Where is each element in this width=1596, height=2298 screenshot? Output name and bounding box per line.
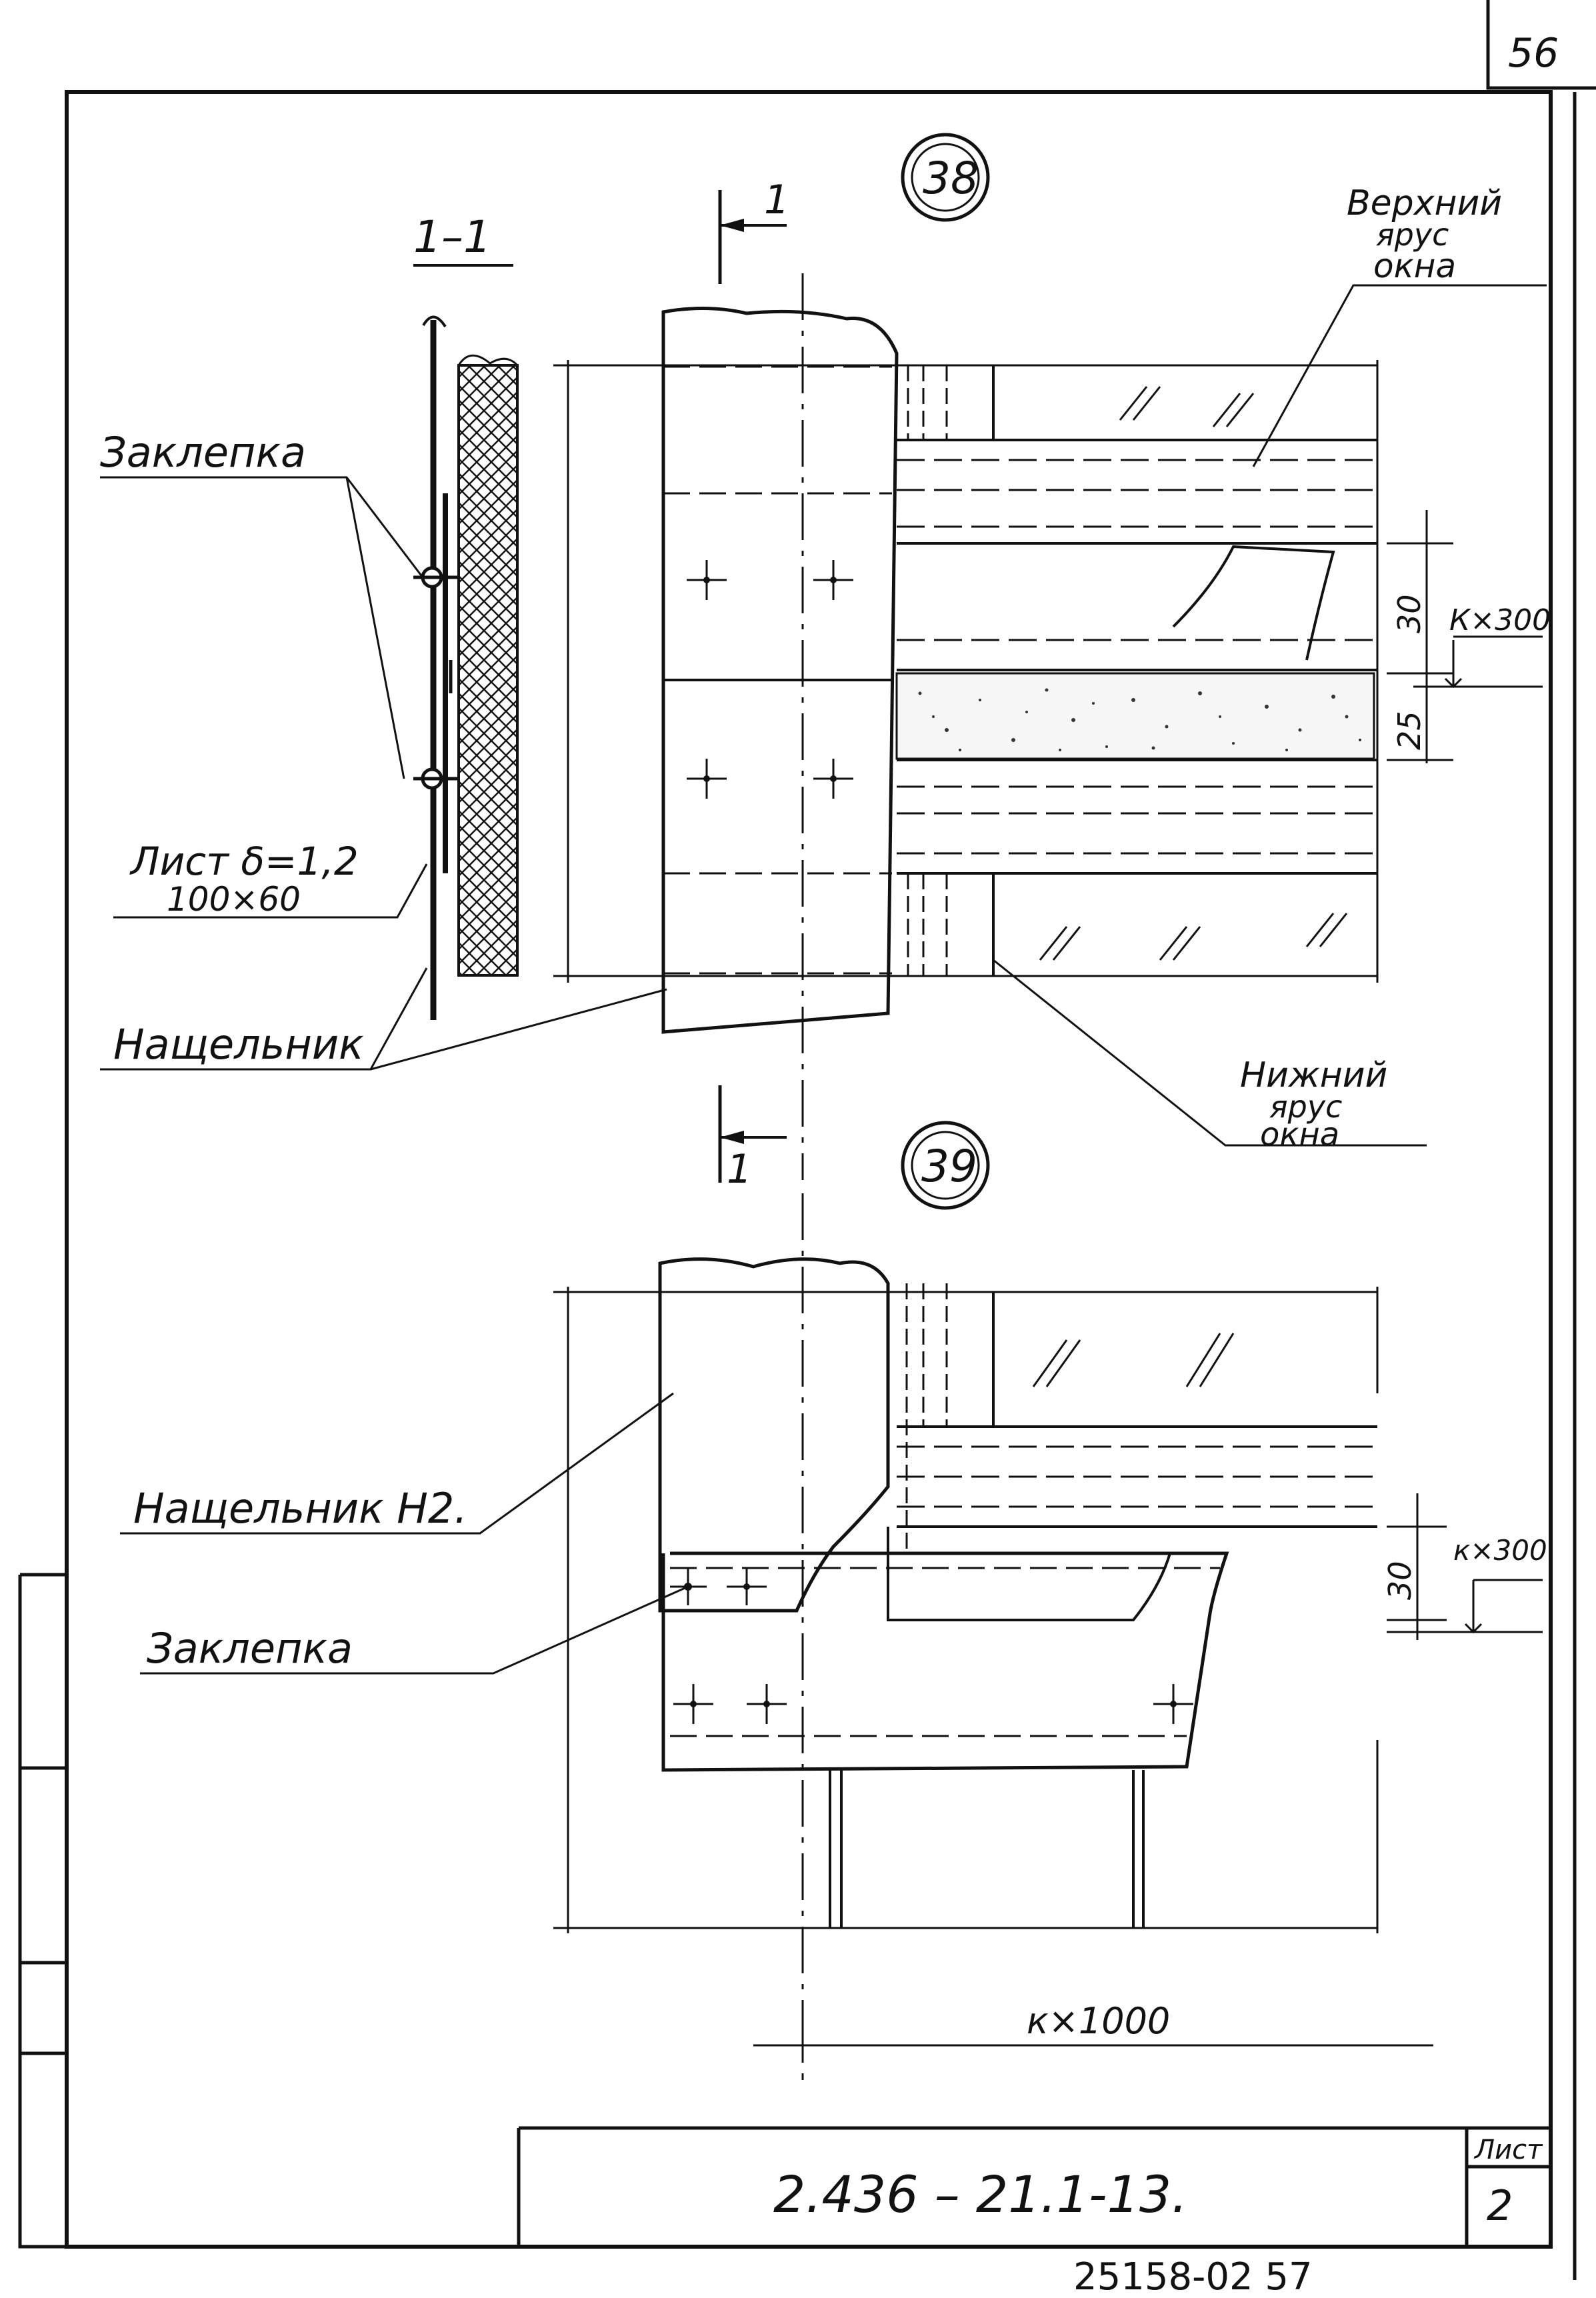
upper-tier-label-3: окна xyxy=(1373,247,1456,285)
rivet-cross xyxy=(813,560,853,600)
concrete-fill xyxy=(895,672,1375,760)
batten-label: Нащельник xyxy=(113,1020,364,1069)
rivet-cross xyxy=(687,560,727,600)
archive-number: 25158-02 57 xyxy=(1073,2255,1313,2298)
page-number-box: 56 xyxy=(1486,0,1596,90)
detail-callout-39: 39 xyxy=(901,1121,990,1210)
rivet-cross xyxy=(670,1568,707,1605)
section-mark-number-top: 1 xyxy=(764,177,789,223)
dim-30-bottom: 30 xyxy=(1382,1561,1418,1600)
rivet-cross xyxy=(747,1684,787,1724)
rivet-cross xyxy=(813,759,853,799)
batten-h2-label: Нащельник Н2. xyxy=(133,1484,467,1533)
wall-panel-hatch xyxy=(457,364,519,977)
detail-callout-38: 38 xyxy=(901,133,990,222)
lower-tier-label-1: Нижний xyxy=(1240,1055,1387,1095)
detail-39: 39 1 Нащельник Н2. З xyxy=(120,1085,1547,2080)
rivet-symbol xyxy=(413,767,460,790)
dim-25: 25 xyxy=(1391,711,1427,750)
section-title: 1–1 xyxy=(413,211,491,263)
dim-kx1000: к×1000 xyxy=(1027,2000,1170,2042)
rivet-cross xyxy=(673,1684,713,1724)
sheet-number: 2 xyxy=(1487,2181,1513,2230)
dim-kx300-bottom: к×300 xyxy=(1453,1534,1547,1567)
sheet-label: Лист xyxy=(1473,2135,1543,2165)
section-1-1: 1–1 Заклепка Лист δ=1,2 100×60 Нащельник xyxy=(100,211,667,1071)
callout-39-number: 39 xyxy=(921,1141,977,1192)
section-mark-number-bottom: 1 xyxy=(727,1146,752,1193)
detail-38: 38 1 xyxy=(553,133,1551,1180)
page-number: 56 xyxy=(1508,30,1559,77)
lower-tier-label-2: ярус xyxy=(1269,1089,1342,1125)
section-mark-top: 1 xyxy=(718,177,789,284)
rivet-label-bottom: Заклепка xyxy=(147,1624,353,1673)
sheet-label-2: 100×60 xyxy=(167,880,301,919)
title-block: 2.436 – 21.1-13. Лист 2 xyxy=(517,2126,1551,2247)
section-mark-bottom: 1 xyxy=(718,1085,787,1193)
sheet-frame xyxy=(18,90,1577,2280)
sheet-label-1: Лист δ=1,2 xyxy=(129,839,359,884)
lower-tier-label-3: окна xyxy=(1260,1116,1339,1153)
upper-tier-label-1: Верхний xyxy=(1347,183,1502,223)
rivet-cross xyxy=(1153,1684,1193,1724)
designation: 2.436 – 21.1-13. xyxy=(773,2165,1187,2224)
upper-tier-label-2: ярус xyxy=(1376,217,1449,253)
rivet-cross xyxy=(687,759,727,799)
dim-kx300-top: К×300 xyxy=(1449,603,1551,637)
rivet-label-top: Заклепка xyxy=(100,428,306,477)
rivet-cross xyxy=(727,1568,767,1605)
rivet-symbol xyxy=(413,566,460,589)
callout-38-number: 38 xyxy=(923,153,979,204)
dim-30-top: 30 xyxy=(1391,594,1427,633)
